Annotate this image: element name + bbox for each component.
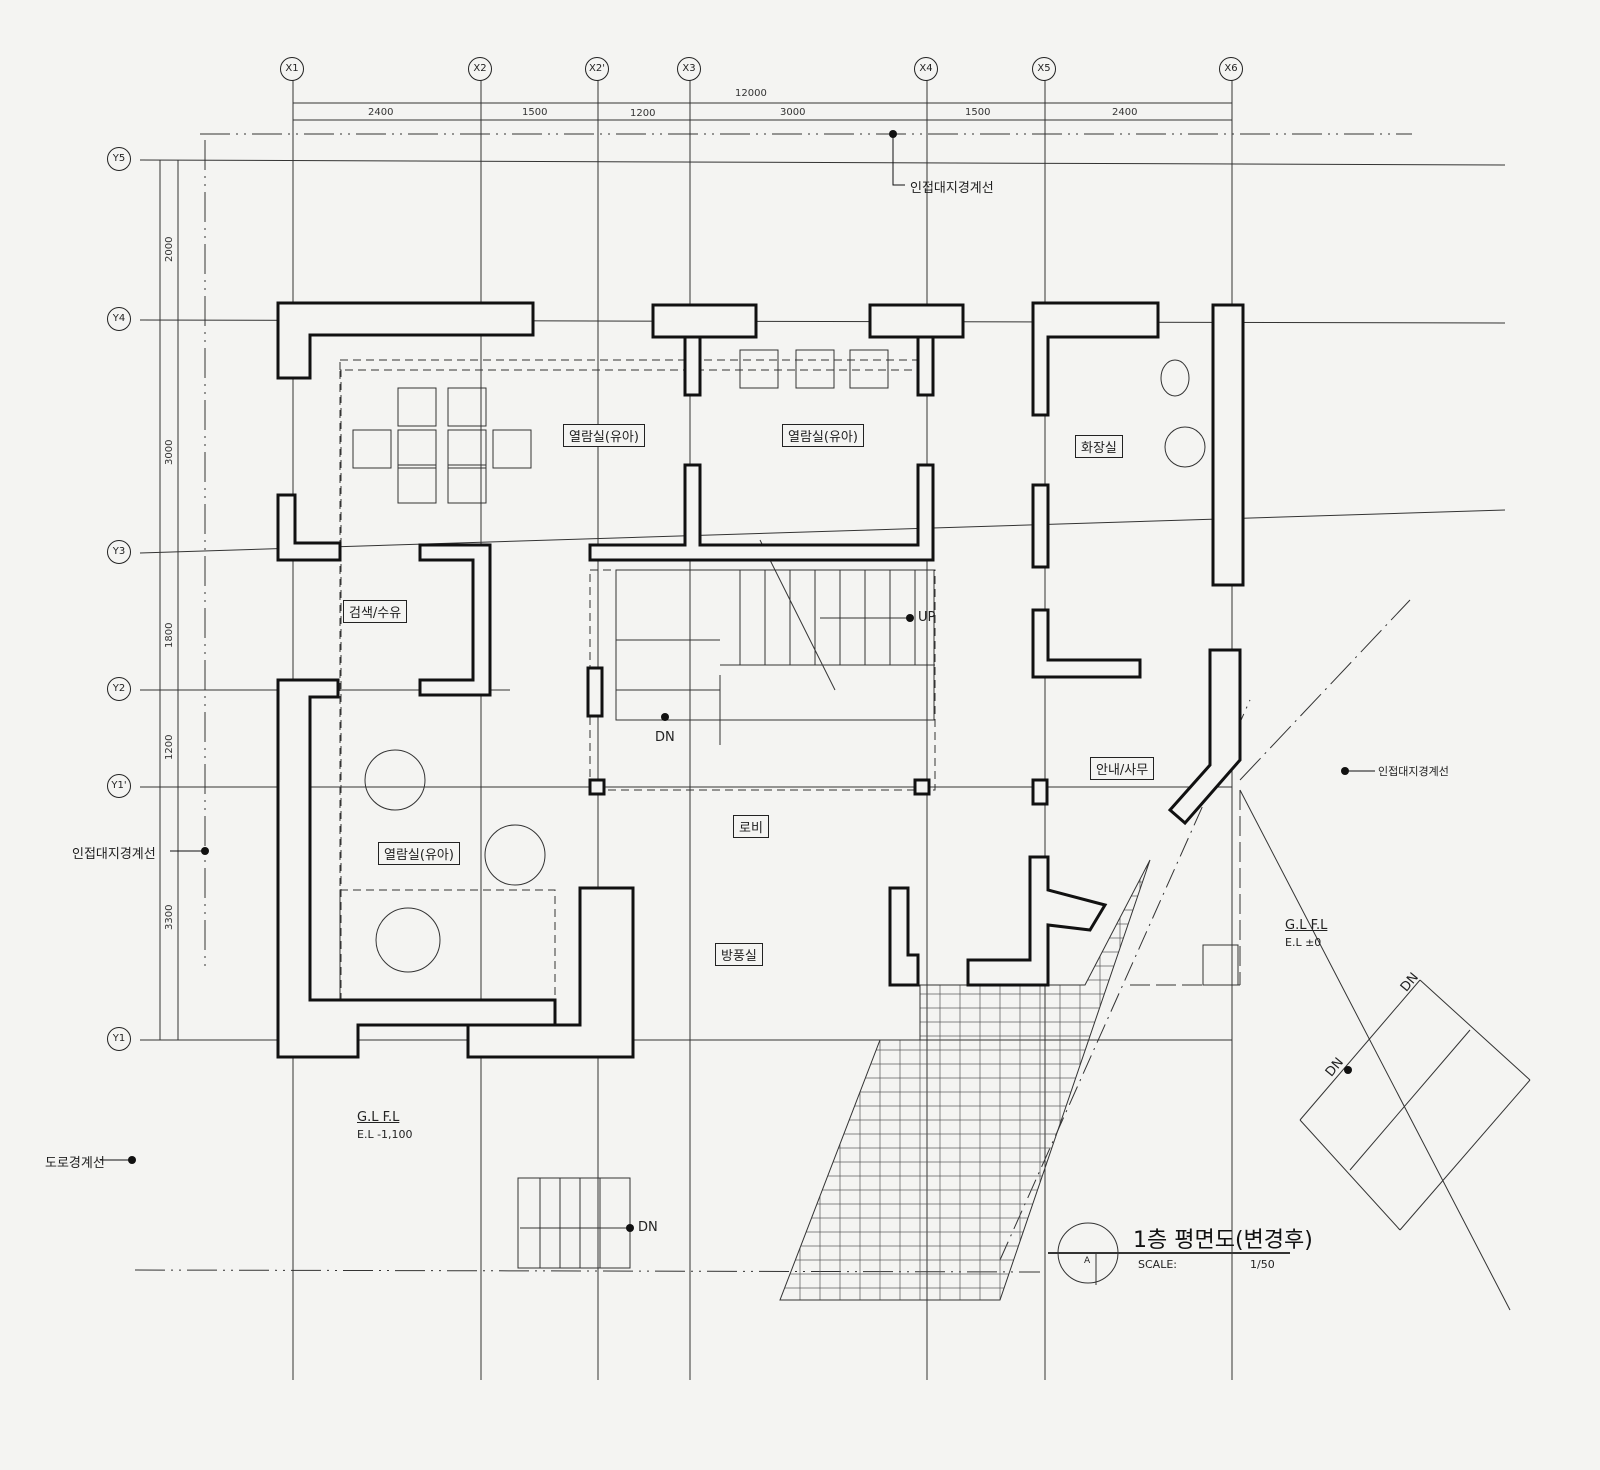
scale-value: 1/50 — [1250, 1258, 1275, 1271]
room-label-lobby: 로비 — [733, 815, 769, 838]
grid-bubble-x1: X1 — [280, 57, 304, 81]
grid-bubble-y1: Y1 — [107, 1027, 131, 1051]
grid-bubble-x4: X4 — [914, 57, 938, 81]
dim-y-span: 2000 — [164, 236, 175, 262]
grid-bubble-x5: X5 — [1032, 57, 1056, 81]
outside-stair — [1299, 979, 1531, 1231]
room-label-info: 안내/사무 — [1090, 757, 1155, 780]
grid-bubble-x3: X3 — [677, 57, 701, 81]
grid-bubble-x2: X2 — [468, 57, 492, 81]
dim-x-span: 1500 — [965, 107, 991, 118]
grid-bubble-y2: Y2 — [107, 677, 131, 701]
level-left-el: E.L -1,100 — [357, 1128, 413, 1141]
level-right-gl-fl: G.L F.L — [1285, 918, 1328, 933]
dim-x-span: 1200 — [630, 108, 656, 119]
stair-up-label: UP — [918, 610, 936, 625]
level-right-el: E.L ±0 — [1285, 936, 1322, 949]
level-left-gl-fl: G.L F.L — [357, 1110, 400, 1125]
stair-dn-label: DN — [655, 730, 675, 745]
room-label-toilet: 화장실 — [1075, 435, 1123, 458]
room-label-reading-2: 열람실(유아) — [782, 424, 864, 447]
dim-y-span: 3300 — [164, 904, 175, 930]
dim-y-span: 1800 — [164, 622, 175, 648]
dim-x-span: 2400 — [1112, 107, 1138, 118]
stair-treads — [616, 539, 935, 745]
dim-y-span: 1200 — [164, 734, 175, 760]
scale-label: SCALE: — [1138, 1258, 1177, 1271]
grid-bubble-x6: X6 — [1219, 57, 1243, 81]
drawing-title: 1층 평면도(변경후) — [1133, 1228, 1313, 1253]
grid-bubble-y1p: Y1' — [107, 774, 131, 798]
boundary-label-left: 인접대지경계선 — [72, 847, 156, 862]
north-arrow-mark: A — [1084, 1256, 1091, 1266]
grid-bubble-y3: Y3 — [107, 540, 131, 564]
road-boundary-label: 도로경계선 — [45, 1156, 105, 1171]
outside-dn-label: DN — [638, 1220, 658, 1235]
grid-line-y5 — [139, 159, 1506, 166]
dim-total: 12000 — [735, 88, 767, 99]
room-label-reading-3: 열람실(유아) — [378, 842, 460, 865]
dim-x-span: 3000 — [780, 107, 806, 118]
walls — [276, 301, 1245, 1059]
dim-x-span: 2400 — [368, 107, 394, 118]
room-label-windbreak: 방풍실 — [715, 943, 763, 966]
dim-x-span: 1500 — [522, 107, 548, 118]
grid-line-y3 — [139, 509, 1506, 554]
grid-bubble-y5: Y5 — [107, 147, 131, 171]
dim-y-span: 3000 — [164, 439, 175, 465]
grid-bubble-x2p: X2' — [585, 57, 609, 81]
grid-bubble-y4: Y4 — [107, 307, 131, 331]
boundary-label-top: 인접대지경계선 — [910, 181, 994, 196]
room-label-reading-1: 열람실(유아) — [563, 424, 645, 447]
boundary-label-right: 인접대지경계선 — [1378, 765, 1449, 778]
room-label-search: 검색/수유 — [343, 600, 408, 623]
